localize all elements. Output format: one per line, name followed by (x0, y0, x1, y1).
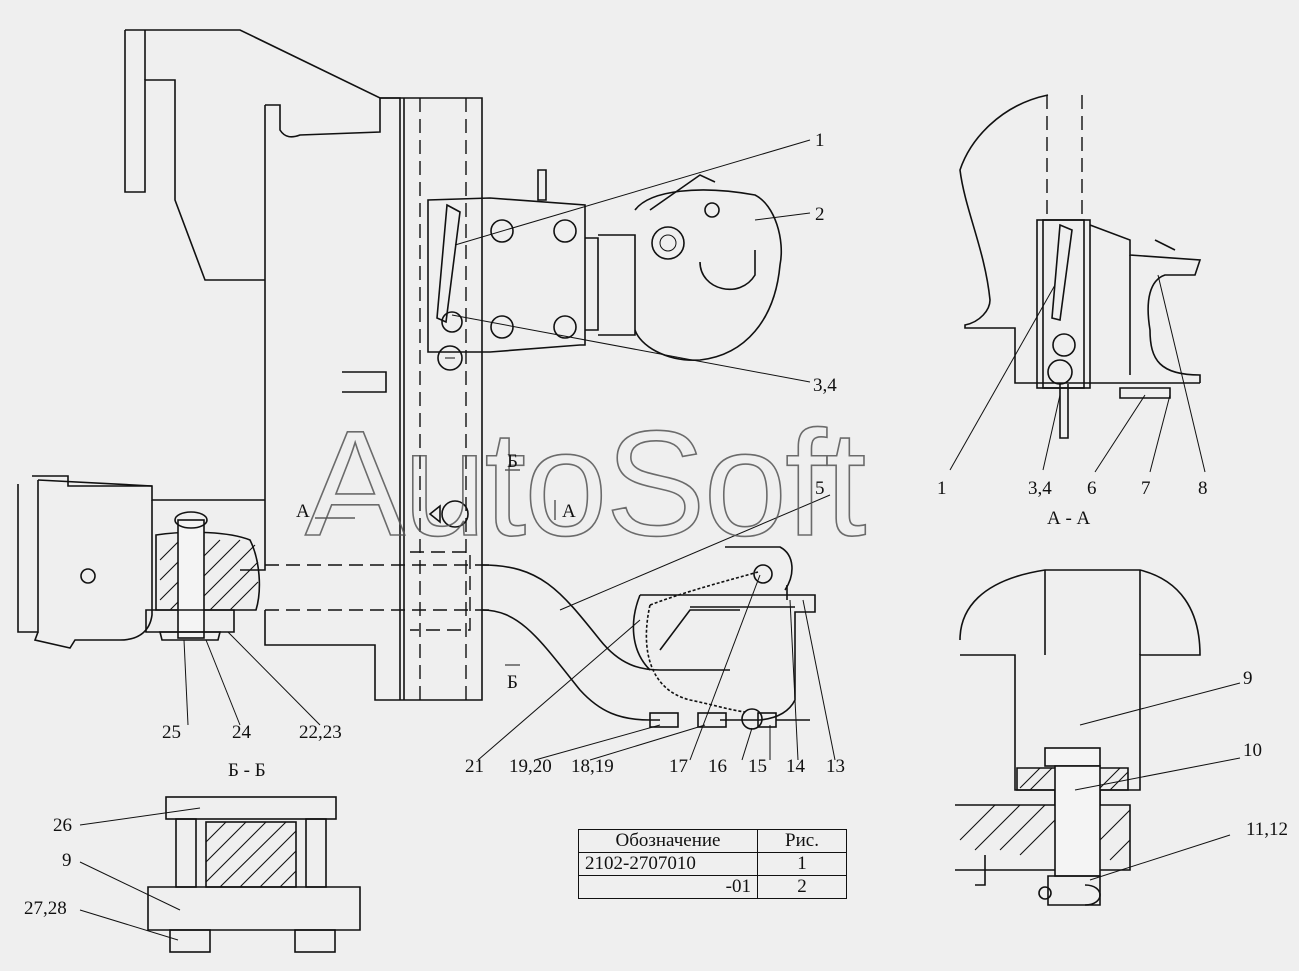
main-frame (124, 29, 483, 701)
table-header-designation: Обозначение (578, 829, 758, 853)
table-cell-fig: 2 (757, 875, 847, 899)
callout-aa-1: 1 (937, 478, 947, 499)
section-lower-right (955, 569, 1201, 906)
drawbar-5 (481, 546, 816, 730)
table-header-row: Обозначение Рис. (578, 829, 847, 853)
callout-14: 14 (786, 756, 806, 777)
section-mark-b-top: Б (507, 451, 518, 472)
callout-1: 1 (815, 130, 825, 151)
left-block (17, 475, 490, 649)
callout-24: 24 (232, 722, 252, 743)
mid-pin (410, 500, 471, 631)
callout-5: 5 (815, 478, 825, 499)
callout-labels: 1 2 3,4 5 9 10 11,12 25 24 22,23 21 19,2… (24, 130, 1288, 919)
designation-table: Обозначение Рис. 2102-2707010 1 -01 2 (578, 829, 847, 899)
callout-aa-3-4: 3,4 (1028, 478, 1052, 499)
section-mark-a-right: А (562, 501, 576, 522)
callout-27-28: 27,28 (24, 898, 67, 919)
callout-10: 10 (1243, 740, 1262, 761)
watermark: AutoSoft (305, 399, 866, 567)
table-header-fig: Рис. (757, 829, 847, 853)
callout-17: 17 (669, 756, 688, 777)
callout-aa-6: 6 (1087, 478, 1097, 499)
callout-11-12: 11,12 (1246, 819, 1288, 840)
table-row: 2102-2707010 1 (578, 852, 847, 876)
view-title-bb: Б - Б (228, 760, 266, 781)
callout-aa-8: 8 (1198, 478, 1208, 499)
callout-26: 26 (53, 815, 72, 836)
callout-16: 16 (708, 756, 727, 777)
callout-9: 9 (1243, 668, 1253, 689)
table-row: -01 2 (578, 875, 847, 899)
table-cell-designation: -01 (578, 875, 758, 899)
section-aa (959, 94, 1202, 439)
section-mark-a-left: А (296, 501, 310, 522)
callout-19-20: 19,20 (509, 756, 552, 777)
callout-21: 21 (465, 756, 484, 777)
callout-22-23: 22,23 (299, 722, 342, 743)
section-marks: А А Б Б А - А Б - Б (228, 451, 1091, 781)
leader-lines (79, 139, 1241, 941)
section-bb (147, 796, 361, 953)
hook-assembly-fig1 (427, 169, 783, 371)
callout-15: 15 (748, 756, 767, 777)
table-cell-fig: 1 (757, 852, 847, 876)
callout-aa-7: 7 (1141, 478, 1151, 499)
callout-18-19: 18,19 (571, 756, 614, 777)
callout-13: 13 (826, 756, 845, 777)
callout-2: 2 (815, 204, 825, 225)
callout-25: 25 (162, 722, 181, 743)
section-mark-b-bottom: Б (507, 672, 518, 693)
view-title-aa: А - А (1047, 508, 1091, 529)
table-cell-designation: 2102-2707010 (578, 852, 758, 876)
callout-3-4: 3,4 (813, 375, 837, 396)
callout-9-bb: 9 (62, 850, 72, 871)
